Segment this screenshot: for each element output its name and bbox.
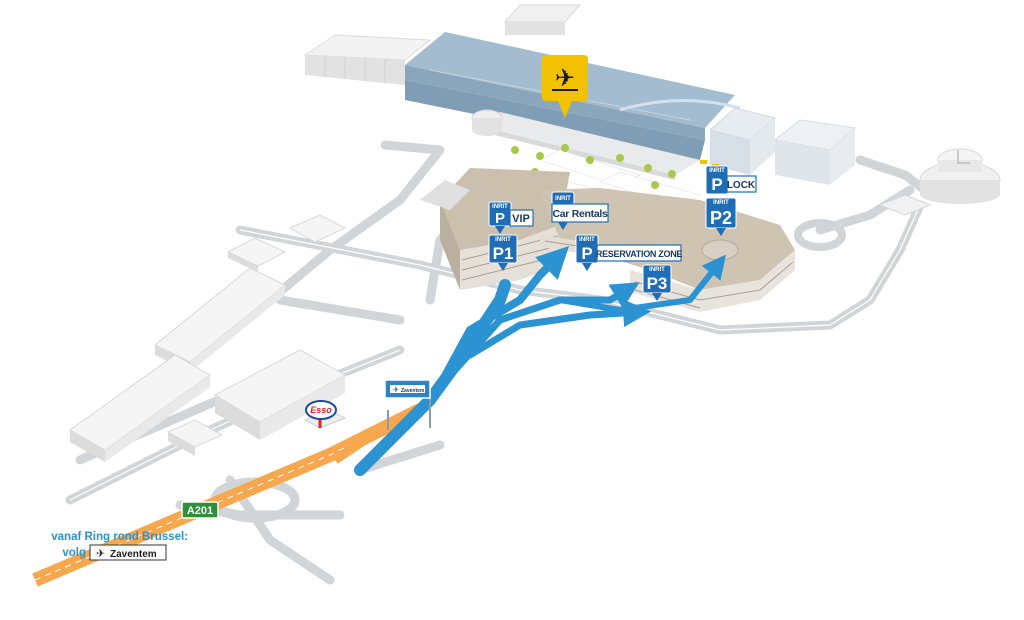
roundabout-north <box>794 219 846 251</box>
parking-pin-vip[interactable]: INRIT P VIP <box>488 201 534 234</box>
north-buildings <box>303 4 582 85</box>
inrit-label: INRIT <box>492 204 508 210</box>
pin-letter: P <box>495 210 505 227</box>
pin-letter: P2 <box>710 208 732 228</box>
departures-marker: ✈ <box>542 55 588 118</box>
plane-icon: ✈ <box>393 386 399 394</box>
parking-pin-reservation-zone[interactable]: INRIT P RESERVATION ZONE <box>575 234 683 271</box>
a201-shield: A201 <box>181 501 219 519</box>
access-routes <box>354 245 726 476</box>
plane-icon: ✈ <box>96 547 105 560</box>
road-sign: ✈ Zaventem <box>384 379 431 430</box>
parking-pin-lock[interactable]: INRIT P LOCK <box>705 165 757 195</box>
pin-label: LOCK <box>727 180 756 191</box>
pin-label: VIP <box>512 213 530 225</box>
directions-note: vanaf Ring rond Brussel: volg ✈ Zaventem <box>51 531 188 561</box>
inrit-label: INRIT <box>555 196 571 202</box>
car-rentals-pin[interactable]: INRIT Car Rentals <box>551 191 609 230</box>
pin-letter: P <box>581 244 592 263</box>
parking-pin-p3[interactable]: INRIT P3 <box>642 264 672 301</box>
parking-pin-p2[interactable]: INRIT P2 <box>705 197 737 236</box>
parking-pin-p1[interactable]: INRIT P1 <box>488 234 518 271</box>
inrit-label: INRIT <box>713 200 729 206</box>
pin-letter: P <box>711 175 722 194</box>
road-sign-text: Zaventem <box>401 388 425 394</box>
east-buildings <box>708 107 1001 216</box>
plane-takeoff-icon: ✈ <box>555 64 575 92</box>
esso-logo: Esso <box>310 405 332 415</box>
directions-line-2: volg <box>62 547 86 559</box>
a201-label: A201 <box>187 505 213 517</box>
esso-station: Esso <box>303 400 347 429</box>
inrit-label: INRIT <box>495 237 511 243</box>
pin-label: RESERVATION ZONE <box>596 249 683 259</box>
directions-target: Zaventem <box>110 549 157 560</box>
inrit-label: INRIT <box>579 237 595 243</box>
pin-letter: P3 <box>647 274 668 293</box>
inrit-label: INRIT <box>709 168 725 174</box>
directions-line-1: vanaf Ring rond Brussel: <box>51 531 188 543</box>
warehouse-buildings <box>69 214 347 462</box>
pin-label: Car Rentals <box>552 208 608 220</box>
pin-letter: P1 <box>493 244 514 263</box>
inrit-label: INRIT <box>649 267 665 273</box>
